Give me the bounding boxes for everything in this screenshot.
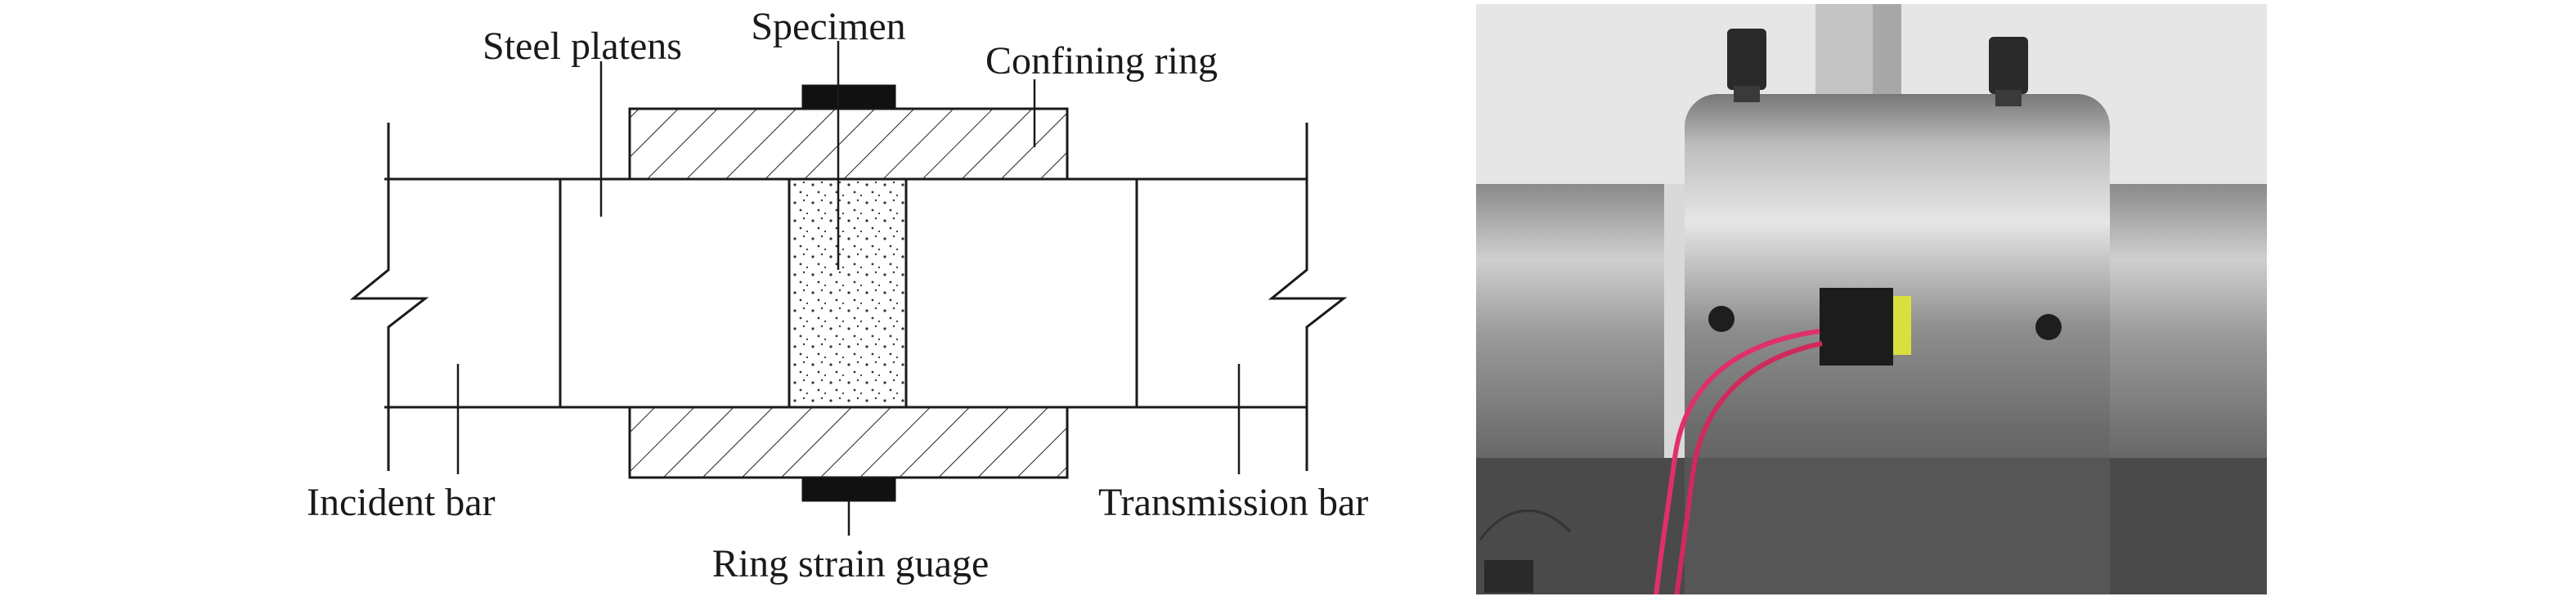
incident-bar-break [349,123,429,471]
upper-ring-block [628,107,1069,181]
transmission-bar-break [1268,123,1348,471]
upper-strain-gauge [801,84,896,109]
photo-gauge-tape [1893,296,1911,355]
label-incident-bar: Incident bar [307,481,496,524]
photo-wire-1 [1654,329,1820,594]
photo-bolt-right [1989,37,2028,94]
photo-transmission-bar [2102,184,2267,487]
photo-bolt-left [1727,29,1766,90]
photo-incident-bar [1476,184,1664,487]
photo-hole-left [1708,306,1735,332]
photo-wire-2 [1674,341,1823,594]
schematic [349,41,1348,536]
lower-strain-gauge [801,478,896,502]
label-transmission-bar: Transmission bar [1098,481,1368,524]
confining-ring-photo [1476,4,2267,594]
schematic-labels: Specimen Steel platens Confining ring In… [307,5,1368,585]
photo-hole-right [2035,314,2062,340]
label-confining-ring: Confining ring [985,39,1218,83]
specimen [788,177,908,409]
label-ring-strain-gauge: Ring strain guage [712,542,990,585]
label-specimen: Specimen [751,5,905,48]
photo-gauge-connector [1820,288,1893,366]
label-steel-platens: Steel platens [482,25,682,68]
lower-ring-block [628,406,1069,479]
